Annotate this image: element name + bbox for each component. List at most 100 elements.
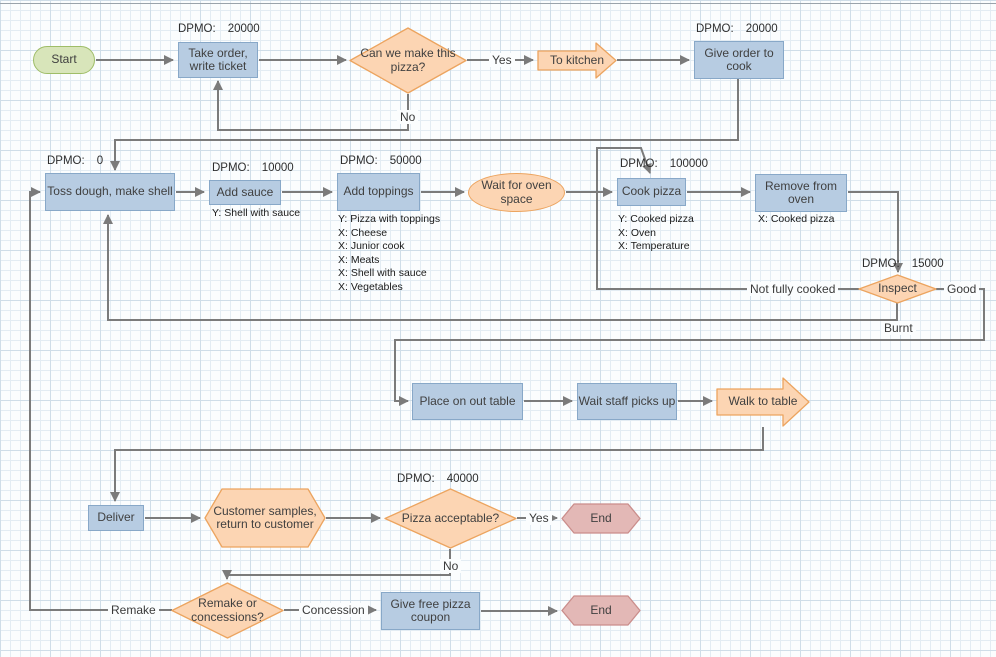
node-start-label: Start (51, 52, 77, 67)
dpmo-take-order: DPMO: 20000 (178, 23, 260, 35)
node-cook-pizza-label: Cook pizza (621, 184, 682, 199)
note-line: X: Cheese (338, 226, 388, 239)
node-take-order[interactable]: Take order, write ticket (178, 42, 258, 78)
connector-remove-inspect (848, 191, 903, 273)
note-line: X: Vegetables (338, 280, 403, 293)
node-place-table-label: Place on out table (419, 393, 516, 408)
dpmo-cook-pizza: DPMO: 100000 (620, 158, 708, 170)
dpmo-value: 20000 (227, 23, 260, 35)
dpmo-value: 40000 (446, 473, 479, 485)
node-remake-concessions[interactable]: Remake or concessions? (171, 582, 284, 639)
edge-label-remake: Remake (108, 603, 159, 617)
note-line: X: Oven (618, 226, 656, 239)
node-end-top-label: End (590, 510, 612, 525)
node-add-toppings-label: Add toppings (343, 184, 414, 199)
decision-diamond-shape (349, 27, 467, 94)
dpmo-value: 15000 (911, 258, 944, 270)
dpmo-prefix: DPMO: (178, 23, 216, 35)
note-line: X: Meats (338, 253, 380, 266)
note-line: Y: Pizza with toppings (338, 213, 441, 225)
edge-label-yes-end: Yes (526, 511, 552, 525)
dpmo-add-sauce: DPMO: 10000 (212, 162, 294, 174)
end-hexagon-shape (561, 595, 641, 626)
connector-inspect-burnt (103, 214, 898, 321)
connector-remake-loop-toss (29, 187, 172, 611)
node-deliver-label: Deliver (97, 510, 135, 525)
edge-label-no-acceptable: No (440, 559, 462, 573)
node-wait-oven-label: Wait for oven space (481, 178, 552, 206)
node-customer-samples[interactable]: Customer samples, return to customer (204, 488, 326, 548)
node-remove-oven-label: Remove from oven (764, 178, 838, 206)
node-pizza-acceptable[interactable]: Pizza acceptable? (384, 488, 517, 549)
node-add-toppings[interactable]: Add toppings (337, 173, 420, 211)
node-toss-dough[interactable]: Toss dough, make shell (45, 173, 175, 211)
connector-acceptable-no-remake (222, 549, 451, 580)
node-toss-dough-label: Toss dough, make shell (47, 184, 173, 199)
dpmo-prefix: DPMO: (620, 158, 658, 170)
dpmo-prefix: DPMO: (340, 155, 378, 167)
node-inspect[interactable]: Inspect (858, 274, 937, 304)
node-customer-samples-label: Customer samples, return to customer (213, 503, 317, 531)
notes-remove-oven: X: Cooked pizza (758, 213, 834, 227)
connector-inspect-not-fully-cooked (596, 147, 859, 290)
dpmo-prefix: DPMO: (397, 473, 435, 485)
dpmo-add-toppings: DPMO: 50000 (340, 155, 422, 167)
node-to-kitchen-label: To kitchen (549, 52, 605, 67)
dpmo-value: 100000 (669, 158, 709, 170)
edge-label-not-fully-cooked: Not fully cooked (747, 282, 839, 296)
node-remove-oven[interactable]: Remove from oven (755, 174, 847, 212)
dpmo-value: 10000 (261, 162, 294, 174)
node-walk-table[interactable]: Walk to table (716, 377, 810, 427)
node-wait-staff[interactable]: Wait staff picks up (577, 383, 677, 420)
dpmo-value: 0 (96, 155, 104, 167)
note-line: X: Cooked pizza (758, 213, 835, 225)
notes-cook-pizza: Y: Cooked pizza X: Oven X: Temperature (618, 213, 694, 254)
connector-walk-deliver (110, 427, 764, 502)
dpmo-give-order: DPMO: 20000 (696, 23, 778, 35)
note-line: X: Temperature (618, 240, 690, 252)
node-add-sauce[interactable]: Add sauce (209, 180, 281, 205)
dpmo-prefix: DPMO: (696, 23, 734, 35)
note-line: X: Shell with sauce (338, 267, 427, 279)
dpmo-toss-dough: DPMO: 0 (47, 155, 103, 167)
end-hexagon-shape (561, 503, 641, 534)
decision-diamond-shape (171, 582, 284, 639)
inspect-diamond-shape (858, 274, 937, 304)
dpmo-prefix: DPMO: (212, 162, 250, 174)
note-line: Y: Shell with sauce (212, 207, 301, 219)
node-add-sauce-label: Add sauce (216, 184, 274, 199)
node-wait-oven[interactable]: Wait for oven space (468, 173, 565, 212)
node-to-kitchen[interactable]: To kitchen (537, 42, 617, 79)
node-pizza-acceptable-label: Pizza acceptable? (401, 510, 500, 525)
node-remake-concessions-label: Remake or concessions? (191, 596, 264, 624)
node-take-order-label: Take order, write ticket (188, 45, 248, 73)
edge-label-concession: Concession (299, 603, 368, 617)
edge-label-good: Good (944, 282, 980, 296)
node-free-coupon[interactable]: Give free pizza coupon (381, 592, 480, 630)
node-start[interactable]: Start (33, 46, 95, 74)
customer-samples-shape (204, 488, 326, 548)
block-arrow-shape (716, 377, 810, 427)
dpmo-value: 50000 (389, 155, 422, 167)
node-wait-staff-label: Wait staff picks up (578, 393, 676, 408)
notes-add-toppings: Y: Pizza with toppings X: Cheese X: Juni… (338, 213, 440, 294)
dpmo-value: 20000 (745, 23, 778, 35)
edge-label-burnt: Burnt (881, 321, 916, 335)
node-end-bottom[interactable]: End (561, 595, 641, 626)
dpmo-prefix: DPMO: (47, 155, 85, 167)
note-line: X: Junior cook (338, 240, 405, 252)
dpmo-inspect: DPMO: 15000 (862, 258, 944, 270)
node-place-table[interactable]: Place on out table (412, 383, 523, 420)
node-end-top[interactable]: End (561, 503, 641, 534)
node-can-make-pizza[interactable]: Can we make this pizza? (349, 27, 467, 94)
node-give-order[interactable]: Give order to cook (694, 41, 784, 79)
note-line: Y: Cooked pizza (618, 213, 694, 225)
node-walk-table-label: Walk to table (728, 394, 798, 409)
node-deliver[interactable]: Deliver (88, 505, 144, 531)
node-cook-pizza[interactable]: Cook pizza (617, 178, 686, 206)
block-arrow-shape (537, 42, 617, 79)
node-can-make-label: Can we make this pizza? (360, 46, 456, 74)
dpmo-prefix: DPMO: (862, 258, 900, 270)
